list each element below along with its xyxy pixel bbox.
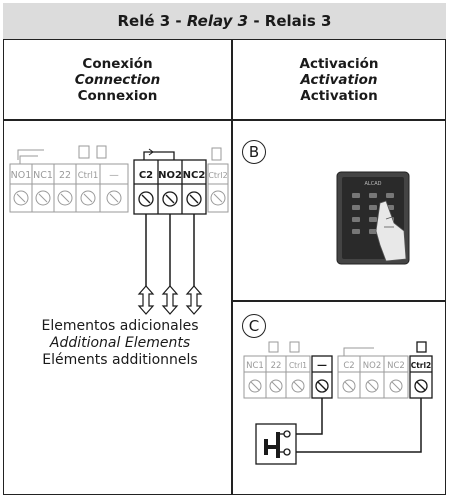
activation-header: Activación Activation Activation [232,40,446,119]
faded-ctrl2-block [207,147,229,213]
relay-3-screws [138,191,202,207]
terminal-label-no1: NO1 [11,170,32,181]
additional-elements-text: Elementos adicionales Additional Element… [10,318,230,369]
additional-elements-es: Elementos adicionales [41,318,199,334]
connection-header: Conexión Connection Connexion [3,40,232,119]
double-arrows [137,285,203,315]
terminal-label-minus: — [109,170,119,181]
relay-3-terminal-block [133,148,207,215]
keypad-illustration: ALCAD [336,171,410,265]
pb-label-ctrl2: Ctrl2 [411,361,432,370]
connection-en: Connection [74,71,161,88]
pb-label-minus: — [317,360,327,371]
pushbutton-wires [294,398,422,453]
keypad-keys [352,193,394,234]
wires [145,214,195,286]
page-title: Relé 3 - Relay 3 - Relais 3 [3,3,446,40]
relay-3-labels: C2 NO2 NC2 [139,170,206,181]
keypad-brand: ALCAD [365,181,382,187]
terminal-label-22: 22 [59,170,71,181]
header-separator [3,119,446,121]
pb-label-ctrl1: Ctrl1 [289,361,307,370]
faded-terminal-labels: NO1 NC1 22 Ctrl1 — [11,170,120,181]
faded-terminal-block [9,145,129,213]
pb-label-c2: C2 [343,361,354,371]
pb-label-no2: NO2 [363,361,381,371]
panel-c-label: C [242,314,266,338]
terminal-label-c2: C2 [139,170,153,181]
pushbutton-symbol [255,423,297,465]
terminal-label-nc1: NC1 [33,170,53,181]
terminal-label-ctrl2: Ctrl2 [208,171,227,180]
additional-elements-en: Additional Elements [49,335,191,351]
pushbutton-diagram: NC1 22 Ctrl1 — C2 NO2 NC2 Ctrl2 [243,341,433,465]
terminal-label-no2: NO2 [158,170,182,181]
activation-fr: Activation [300,87,378,104]
faded-terminal-screws [13,190,122,206]
terminal-label-ctrl1: Ctrl1 [78,171,99,181]
column-divider [231,40,233,495]
additional-elements-fr: Eléments additionnels [42,352,198,368]
activation-en: Activation [300,71,378,88]
activation-es: Activación [299,55,379,72]
pb-label-nc2: NC2 [387,361,405,371]
panel-b-label: B [242,140,266,164]
pressing-hand [375,200,407,262]
title-part-3: - Relais 3 [248,12,332,30]
panel-separator [232,300,446,302]
title-part-2: Relay 3 [186,12,249,30]
connection-diagram: NO1 NC1 22 Ctrl1 — C2 NO2 NC2 Ctrl2 [9,145,229,315]
pb-label-22: 22 [271,361,282,371]
title-part-1: Relé 3 - [117,12,187,30]
connection-fr: Connexion [77,87,158,104]
pb-label-nc1: NC1 [246,361,264,371]
connection-es: Conexión [82,55,153,72]
terminal-label-nc2: NC2 [183,170,206,181]
